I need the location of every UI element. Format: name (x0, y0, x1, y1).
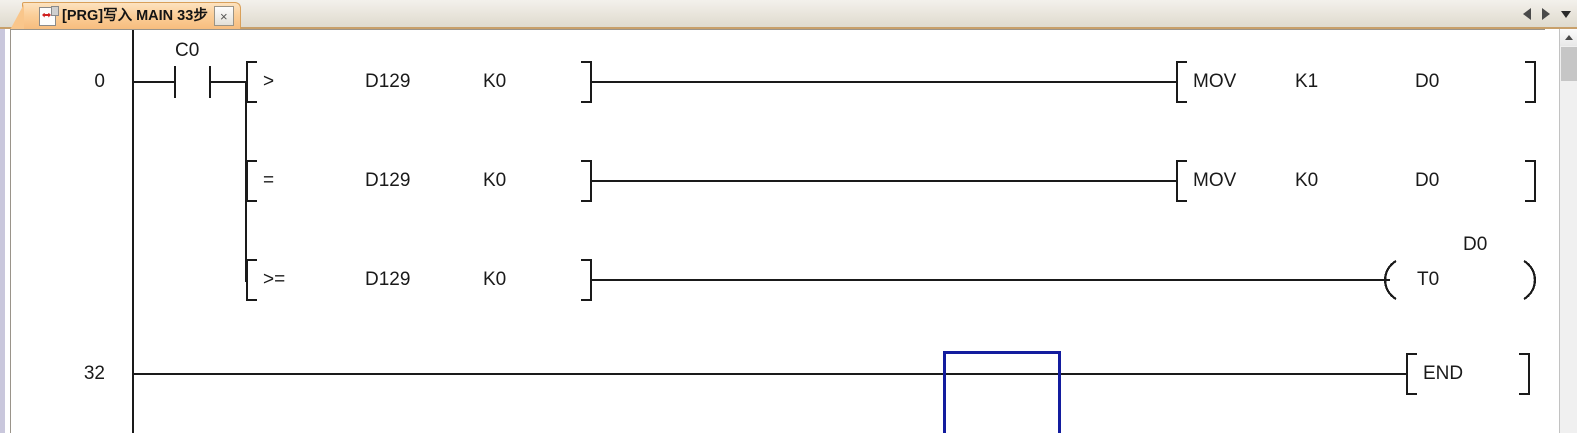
instruction-operand2-1[interactable]: D0 (1415, 71, 1440, 92)
next-tab-icon[interactable] (1542, 8, 1550, 20)
compare-operand2-1[interactable]: K0 (483, 71, 507, 92)
tab-bar: [PRG]写入 MAIN 33步 × (0, 0, 1577, 30)
compare-operator-1[interactable]: > (263, 71, 275, 92)
compare-operand1-2[interactable]: D129 (365, 170, 411, 191)
instruction-op-2[interactable]: MOV (1193, 170, 1237, 191)
scroll-up-icon[interactable] (1560, 29, 1577, 46)
rung-step-number-end: 32 (83, 363, 105, 384)
tab-main-program[interactable]: [PRG]写入 MAIN 33步 × (10, 2, 241, 30)
ladder-canvas[interactable]: 0 C0 > D129 K0 MOV K1 D0 = D129 K0 MOV K… (0, 29, 1577, 433)
selection-cursor[interactable] (943, 351, 1061, 433)
compare-operand2-3[interactable]: K0 (483, 269, 507, 290)
compare-operand2-2[interactable]: K0 (483, 170, 507, 191)
vertical-scrollbar[interactable] (1559, 29, 1577, 433)
close-icon[interactable]: × (213, 6, 234, 26)
instruction-operand1-1[interactable]: K1 (1295, 71, 1319, 92)
scrollbar-thumb[interactable] (1561, 47, 1577, 81)
compare-operand1-3[interactable]: D129 (365, 269, 411, 290)
compare-operator-3[interactable]: >= (263, 269, 286, 290)
program-write-icon (39, 5, 59, 26)
compare-operand1-1[interactable]: D129 (365, 71, 411, 92)
compare-operator-2[interactable]: = (263, 170, 275, 191)
coil-device-label[interactable]: T0 (1417, 269, 1440, 290)
instruction-operand1-2[interactable]: K0 (1295, 170, 1319, 191)
canvas-frame (10, 29, 1545, 433)
instruction-operand2-2[interactable]: D0 (1415, 170, 1440, 191)
instruction-op-end[interactable]: END (1423, 363, 1464, 384)
rung-step-number: 0 (94, 71, 105, 92)
coil-preset-label[interactable]: D0 (1463, 234, 1488, 255)
tab-bar-accent-line (0, 27, 1577, 29)
tab-title: [PRG]写入 MAIN 33步 (62, 7, 208, 24)
instruction-op-1[interactable]: MOV (1193, 71, 1237, 92)
chevron-down-icon[interactable] (1561, 10, 1571, 18)
contact-label-c0[interactable]: C0 (175, 40, 200, 61)
ladder-diagram (11, 30, 1545, 433)
prev-tab-icon[interactable] (1523, 8, 1531, 20)
tab-nav-controls (1523, 4, 1571, 24)
